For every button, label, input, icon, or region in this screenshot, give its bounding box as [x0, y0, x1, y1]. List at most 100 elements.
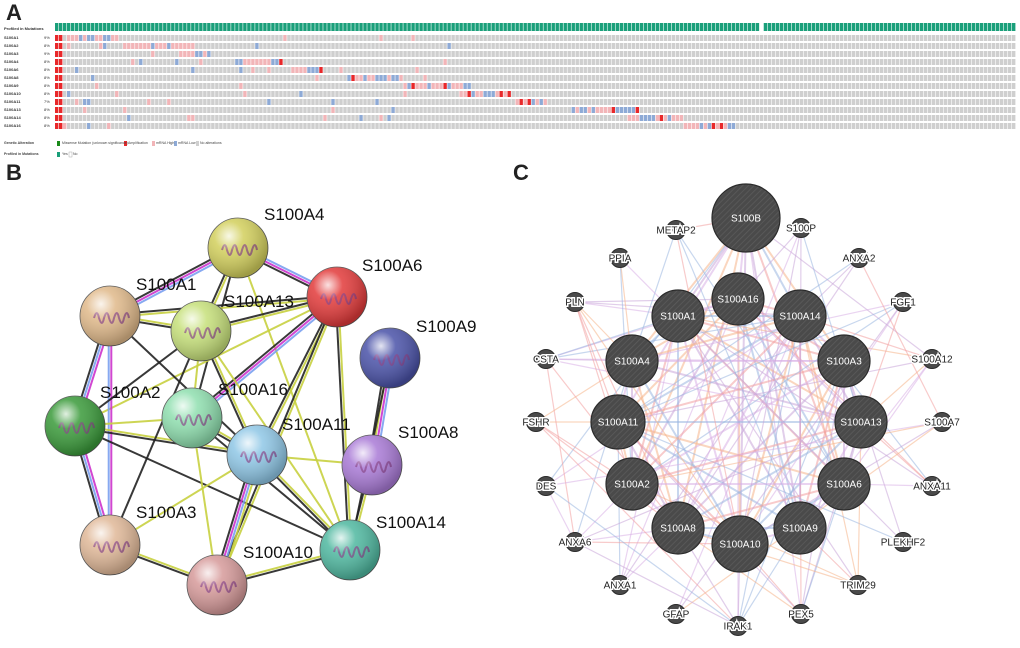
alteration-cell [711, 99, 716, 105]
alteration-cell [651, 43, 656, 49]
genemania-node-label: S100A4 [614, 357, 650, 368]
alteration-cell [91, 83, 95, 89]
alteration-cell [439, 67, 443, 73]
genemania-node-label: PLEKHF2 [881, 538, 926, 549]
alteration-cell [543, 67, 547, 73]
alteration-cell [763, 59, 768, 65]
alteration-cell [643, 75, 648, 81]
alteration-cell [775, 75, 780, 81]
alteration-cell [283, 43, 287, 49]
genemania-outer-node-fgf1: FGF1 [889, 292, 918, 312]
profiled-cell [663, 23, 668, 31]
genemania-edge [677, 217, 747, 529]
alteration-cell [499, 115, 503, 121]
alteration-cell [391, 43, 395, 49]
alteration-cell [763, 123, 768, 129]
alteration-cell [79, 51, 83, 57]
profiled-cell [887, 23, 892, 31]
alteration-cell [207, 99, 211, 105]
alteration-cell [179, 99, 183, 105]
alteration-cell [663, 91, 668, 97]
alteration-cell [315, 51, 319, 57]
alteration-cell [59, 75, 63, 81]
alteration-cell [563, 75, 567, 81]
string-node-highlight [360, 328, 420, 388]
alteration-cell [63, 59, 67, 65]
alteration-cell [979, 107, 984, 113]
alteration-cell [471, 99, 475, 105]
alteration-cell [215, 35, 219, 41]
profiled-cell [751, 23, 756, 31]
alteration-cell [187, 43, 191, 49]
alteration-cell [671, 107, 676, 113]
alteration-cell [935, 107, 940, 113]
alteration-cell [179, 107, 183, 113]
alteration-cell [523, 83, 527, 89]
alteration-cell [191, 75, 195, 81]
alteration-cell [651, 115, 656, 121]
alteration-cell [111, 99, 115, 105]
alteration-cell [511, 43, 515, 49]
alteration-cell [591, 83, 595, 89]
alteration-cell [939, 115, 944, 121]
alteration-cell [747, 83, 752, 89]
alteration-cell [275, 83, 279, 89]
alteration-cell [627, 67, 631, 73]
alteration-cell [791, 35, 796, 41]
alteration-cell [531, 43, 535, 49]
alteration-cell [415, 67, 419, 73]
alteration-cell [363, 83, 367, 89]
alteration-cell [687, 99, 692, 105]
alteration-cell [143, 75, 147, 81]
alteration-cell [991, 83, 996, 89]
alteration-cell [959, 91, 964, 97]
alteration-cell [891, 67, 896, 73]
profiled-cell [307, 23, 311, 31]
alteration-cell [243, 83, 247, 89]
alteration-cell [147, 75, 151, 81]
alteration-cell [811, 35, 816, 41]
alteration-cell [1011, 35, 1016, 41]
alteration-cell [395, 43, 399, 49]
genemania-edge [545, 315, 801, 487]
alteration-cell [595, 83, 599, 89]
alteration-cell [195, 83, 199, 89]
alteration-cell [691, 115, 696, 121]
alteration-cell [343, 91, 347, 97]
genemania-outer-node-metap2: METAP2 [655, 220, 698, 240]
alteration-cell [883, 107, 888, 113]
alteration-cell [491, 67, 495, 73]
alteration-cell [271, 123, 275, 129]
alteration-cell [695, 51, 700, 57]
alteration-cell [567, 91, 571, 97]
alteration-cell [411, 59, 415, 65]
alteration-cell [931, 83, 936, 89]
alteration-cell [383, 75, 387, 81]
alteration-cell [795, 67, 800, 73]
alteration-cell [803, 115, 808, 121]
alteration-cell [335, 35, 339, 41]
string-node-s100a10: S100A10 [186, 543, 313, 616]
genemania-edge [745, 217, 845, 485]
alteration-cell [367, 107, 371, 113]
alteration-cell [175, 75, 179, 81]
alteration-cell [707, 83, 712, 89]
panel-b-letter: B [6, 160, 22, 185]
alteration-cell [419, 59, 423, 65]
alteration-cell [647, 99, 652, 105]
alteration-cell [763, 99, 768, 105]
alteration-cell [787, 59, 792, 65]
alteration-cell [615, 123, 619, 129]
alteration-cell [355, 107, 359, 113]
genemania-core-node-s100a11: S100A11 [590, 394, 646, 450]
alteration-cell [603, 107, 607, 113]
alteration-cell [831, 59, 836, 65]
alteration-cell [579, 123, 583, 129]
alteration-cell [395, 75, 399, 81]
genemania-node-circle [711, 515, 769, 573]
profiled-cell [299, 23, 303, 31]
alteration-cell [979, 75, 984, 81]
alteration-cell [131, 43, 135, 49]
alteration-cell [91, 107, 95, 113]
alteration-cell [67, 67, 71, 73]
